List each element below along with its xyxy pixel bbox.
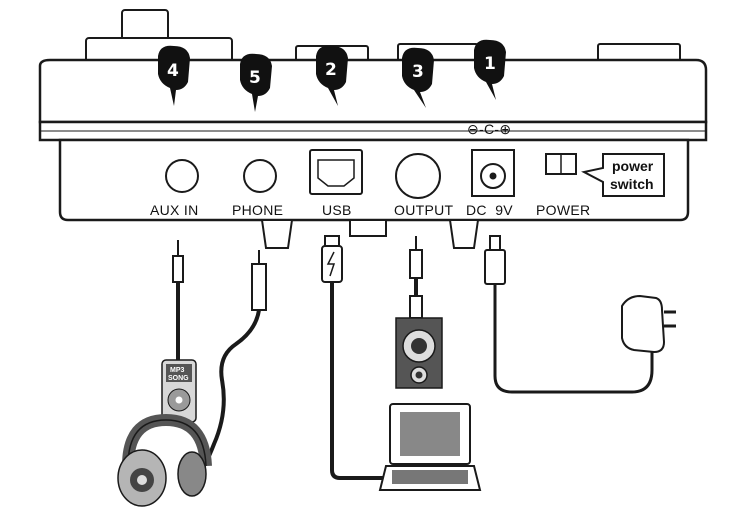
output-jack	[395, 153, 441, 199]
marker-number: 2	[325, 60, 337, 80]
ear-cup-right	[177, 451, 207, 497]
marker-number: 1	[484, 54, 496, 74]
label-power: POWER	[536, 202, 590, 218]
marker-number: 4	[167, 61, 179, 81]
marker-2: 2	[316, 45, 348, 106]
mp3-center-button	[175, 396, 183, 404]
usb-cable	[330, 282, 392, 480]
hand-icon	[158, 45, 190, 106]
mp3-player: MP3 SONG	[161, 359, 197, 423]
adapter-body	[621, 294, 666, 354]
speaker-woofer-center	[411, 338, 427, 354]
callout-line-1: power	[612, 158, 654, 174]
hand-icon	[402, 47, 434, 108]
power-adapter	[621, 294, 676, 354]
label-dc: DC 9V	[466, 202, 513, 218]
speaker-tweeter-center	[415, 371, 423, 379]
label-usb: USB	[322, 202, 352, 218]
label-phone: PHONE	[232, 202, 283, 218]
dc-plug-tip	[489, 235, 501, 251]
output-plug	[409, 249, 423, 279]
mp3-screen	[166, 364, 192, 382]
aux-plug	[172, 255, 184, 283]
marker-number: 3	[412, 62, 424, 82]
mp3-label-2: SONG	[168, 375, 189, 382]
label-output: OUTPUT	[394, 202, 453, 218]
laptop-keyboard	[392, 470, 468, 484]
laptop	[378, 403, 482, 491]
device-feet	[260, 219, 480, 249]
polarity-symbol: ⊖-C-⊕	[467, 121, 511, 137]
foot-left	[260, 219, 294, 249]
speaker	[395, 317, 443, 389]
marker-4: 4	[158, 45, 190, 106]
headband-outline	[127, 419, 207, 467]
marker-5: 5	[240, 53, 272, 112]
marker-number: 5	[249, 68, 261, 88]
aux-in-jack	[165, 159, 199, 193]
hand-icon	[474, 39, 506, 100]
hand-icon	[316, 45, 348, 106]
ports	[165, 149, 577, 199]
device-back-panel	[58, 138, 690, 222]
phone-jack	[243, 159, 277, 193]
mp3-label-1: MP3	[170, 367, 185, 374]
dc-cable	[493, 284, 654, 394]
ear-cup-left-logo-inner	[137, 475, 147, 485]
usb-plug-bolt	[326, 251, 336, 277]
callout-bubble	[581, 153, 665, 197]
phone-plug	[251, 263, 267, 311]
device-body	[38, 58, 708, 222]
headphones	[117, 413, 212, 507]
usb-port-inner	[317, 159, 355, 187]
output-plug-lower	[409, 295, 423, 319]
foot-middle	[349, 219, 387, 237]
marker-1: 1	[474, 39, 506, 100]
port-labels: AUX IN PHONE USB OUTPUT DC 9V POWER	[150, 202, 590, 218]
callout-line-2: switch	[610, 176, 654, 192]
marker-3: 3	[402, 47, 434, 108]
dc-port-pin	[489, 172, 497, 180]
usb-plug	[324, 235, 340, 247]
device-top-shell	[38, 58, 708, 124]
dc-plug	[484, 249, 506, 285]
power-switch-callout: power switch	[581, 153, 665, 197]
cables	[172, 235, 654, 480]
label-aux-in: AUX IN	[150, 202, 198, 218]
laptop-screen	[400, 412, 460, 456]
foot-right	[448, 219, 480, 249]
hand-icon	[240, 53, 272, 112]
